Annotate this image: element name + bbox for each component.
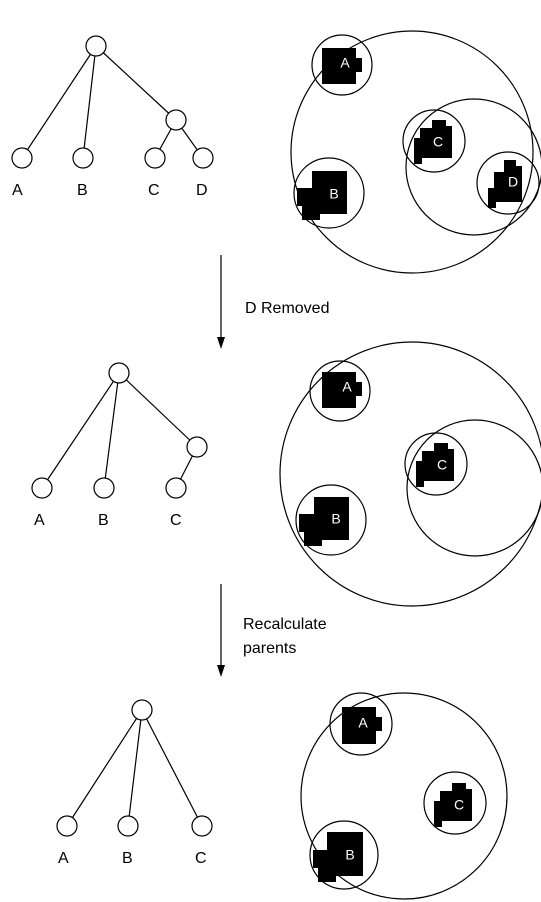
object-label-d: D: [508, 174, 518, 190]
c-parent-bounding-circle: [406, 419, 541, 557]
bounding-volumes-2: A B C: [279, 341, 541, 607]
object-label-c: C: [454, 797, 464, 813]
leaf-label-a: A: [12, 182, 23, 199]
tree-edge: [127, 709, 143, 827]
tree-leaf-node: [192, 147, 214, 169]
bounding-circle-c: [402, 109, 466, 173]
tree-leaf-node: [144, 147, 166, 169]
step-1: A B C D A B C D: [11, 30, 541, 274]
tree-root-node: [108, 362, 130, 384]
transition-label-line-1: Recalculate: [243, 616, 327, 633]
object-label-a: A: [342, 379, 352, 395]
tree-edge: [82, 45, 97, 159]
leaf-label-c: C: [170, 512, 182, 529]
bounding-circle-b: [309, 820, 379, 890]
object-label-c: C: [437, 457, 447, 473]
root-bounding-circle: [279, 341, 541, 607]
tree-leaf-node: [72, 147, 94, 169]
object-c: [434, 783, 472, 827]
object-c: [414, 120, 452, 164]
tree-leaf-node: [56, 815, 78, 837]
bounding-circle-c: [423, 771, 487, 835]
tree-internal-node: [165, 109, 187, 131]
object-c: [416, 443, 454, 487]
tree-edge: [118, 372, 198, 448]
bounding-circle-a: [311, 34, 373, 96]
step-3: A B C A B C: [56, 692, 508, 900]
leaf-label-a: A: [34, 512, 45, 529]
object-d: [488, 160, 522, 208]
transition-1: D Removed: [217, 255, 329, 349]
object-label-c: C: [433, 134, 443, 150]
bounding-circle-a: [329, 692, 393, 756]
down-arrow-head: [217, 337, 225, 349]
tree-root-node: [131, 699, 153, 721]
object-b: [299, 497, 349, 546]
object-label-b: B: [329, 186, 338, 202]
object-b: [297, 171, 347, 220]
tree-edge: [41, 372, 120, 489]
leaf-label-b: B: [122, 850, 133, 867]
tree-edge: [66, 709, 143, 827]
tree-internal-node: [186, 436, 208, 458]
object-label-b: B: [331, 511, 340, 527]
tree-leaf-node: [93, 477, 115, 499]
object-label-a: A: [340, 55, 350, 71]
object-label-b: B: [345, 847, 354, 863]
object-b: [313, 832, 363, 882]
transition-2: Recalculate parents: [217, 584, 327, 677]
step-2: A B C A B C: [31, 341, 541, 607]
tree-edge: [103, 372, 120, 489]
tree-leaf-node: [117, 815, 139, 837]
bounding-circle-c: [404, 432, 468, 496]
tree-2: A B C: [31, 362, 208, 529]
tree-1: A B C D: [11, 35, 214, 199]
root-bounding-circle: [300, 692, 508, 900]
down-arrow-head: [217, 665, 225, 677]
cd-bounding-circle: [405, 98, 541, 236]
tree-3: A B C: [56, 699, 213, 867]
tree-leaf-node: [31, 477, 53, 499]
leaf-label-b: B: [77, 182, 88, 199]
tree-edge: [95, 45, 177, 121]
tree-leaf-node: [165, 477, 187, 499]
bounding-circle-b: [295, 484, 367, 556]
transition-label: D Removed: [245, 300, 329, 317]
bounding-volumes-3: A B C: [300, 692, 508, 900]
leaf-label-c: C: [148, 182, 160, 199]
tree-edge: [141, 709, 203, 827]
object-a: [322, 372, 362, 408]
bounding-circle-d: [476, 151, 540, 215]
tree-root-node: [85, 35, 107, 57]
bounding-circle-b: [293, 157, 365, 229]
tree-leaf-node: [11, 147, 33, 169]
tree-leaf-node: [191, 815, 213, 837]
leaf-label-b: B: [98, 512, 109, 529]
leaf-label-d: D: [196, 182, 208, 199]
bounding-circle-a: [309, 360, 371, 422]
object-a: [342, 707, 382, 744]
object-a: [322, 48, 362, 84]
transition-label-line-2: parents: [243, 640, 296, 657]
leaf-label-a: A: [58, 850, 69, 867]
root-bounding-circle: [290, 30, 534, 274]
object-label-a: A: [358, 715, 368, 731]
tree-edge: [21, 45, 97, 159]
bounding-volumes-1: A B C D: [290, 30, 541, 274]
leaf-label-c: C: [195, 850, 207, 867]
